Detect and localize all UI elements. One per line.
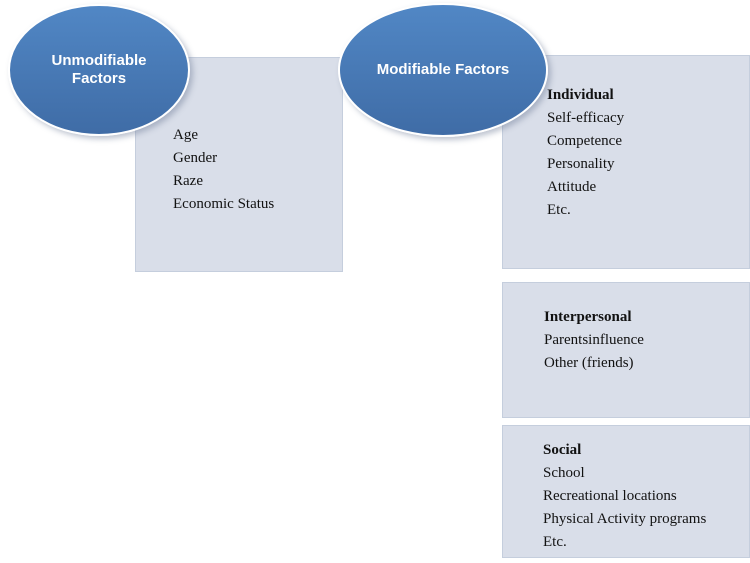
box-item: Gender [173, 150, 218, 166]
interpersonal-box-heading: Interpersonal [544, 309, 632, 325]
box-item: Recreational locations [543, 488, 677, 504]
box-item: Competence [547, 133, 622, 149]
unmodifiable-factors-ellipse: Unmodifiable Factors [8, 4, 190, 136]
box-item: Attitude [547, 179, 597, 195]
box-item: Raze [173, 173, 203, 189]
unmodifiable-factors-label: Unmodifiable Factors [51, 52, 147, 87]
box-item: School [543, 465, 585, 481]
social-box-heading: Social [543, 442, 582, 458]
box-item: Physical Activity programs [543, 511, 707, 527]
box-item: Etc. [547, 202, 571, 218]
box-item: Other (friends) [544, 355, 634, 371]
box-item: Etc. [543, 534, 567, 550]
box-item: Parentsinfluence [544, 332, 644, 348]
modifiable-factors-label: Modifiable Factors [376, 61, 510, 78]
box-item: Age [173, 127, 198, 143]
box-item: Personality [547, 156, 615, 172]
box-item: Self-efficacy [547, 110, 625, 126]
box-item: Economic Status [173, 196, 275, 212]
individual-box-heading: Individual [547, 87, 614, 103]
modifiable-factors-ellipse: Modifiable Factors [338, 3, 548, 137]
